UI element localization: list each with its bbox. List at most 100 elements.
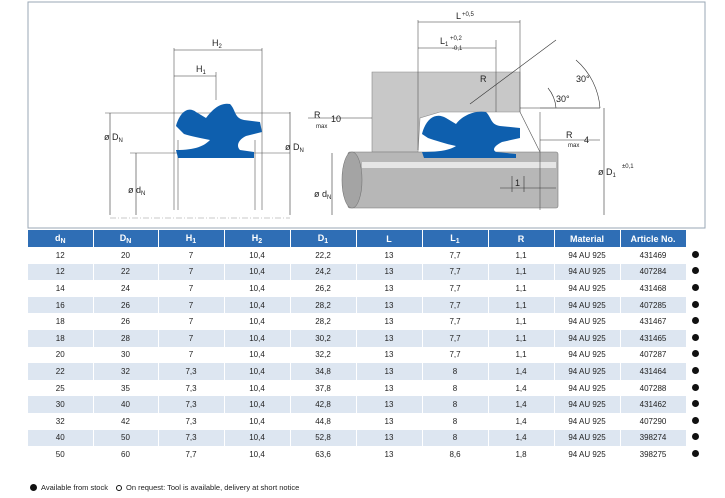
dim-d1: ø D1 (598, 167, 617, 179)
table-cell: 26,2 (290, 280, 357, 297)
table-cell: 7 (158, 313, 225, 330)
table-cell: 398275 (620, 446, 687, 463)
table-cell: 431468 (620, 280, 687, 297)
column-header-label: L (386, 233, 392, 244)
table-cell: 1,1 (488, 280, 555, 297)
table-cell: 1,8 (488, 446, 555, 463)
table-cell: 94 AU 925 (554, 379, 621, 397)
availability-cell (686, 346, 706, 364)
stock-bullet-icon (692, 449, 699, 457)
availability-cell (686, 396, 706, 413)
table-cell: 1,4 (488, 429, 555, 447)
table-cell: 8 (422, 379, 489, 397)
table-cell: 7,7 (422, 346, 489, 364)
stock-bullet-icon (692, 350, 699, 358)
column-header: dN (28, 230, 94, 247)
table-cell: 94 AU 925 (554, 396, 621, 413)
table-cell: 431465 (620, 329, 687, 347)
dim-l1-tol-top: +0,2 (450, 36, 463, 42)
dim-l1: L1 (440, 36, 449, 48)
legend: Available from stock On request: Tool is… (30, 483, 299, 492)
column-header-subscript: 1 (455, 237, 460, 245)
seal-profile-installed (422, 111, 520, 158)
table-cell: 13 (356, 396, 423, 413)
table-cell: 94 AU 925 (554, 280, 621, 297)
table-cell: 32 (28, 412, 94, 430)
table-cell: 431462 (620, 396, 687, 413)
column-header: H2 (224, 230, 291, 247)
column-header: R (488, 230, 555, 247)
table-cell: 25 (28, 379, 94, 397)
dim-dn-right: ø DN (285, 142, 304, 154)
table-cell: 13 (356, 313, 423, 330)
table-cell: 10,4 (224, 329, 291, 347)
table-cell: 40 (28, 429, 94, 447)
table-cell: 7,7 (422, 263, 489, 281)
table-cell: 28 (93, 329, 159, 347)
table-cell: 7 (158, 263, 225, 281)
stock-bullet-icon (692, 433, 699, 441)
table-cell: 407287 (620, 346, 687, 364)
table-cell: 7 (158, 329, 225, 347)
table-cell: 13 (356, 429, 423, 447)
column-header-label: R (517, 233, 525, 244)
installation-drawing (289, 20, 605, 215)
table-cell: 22 (28, 363, 94, 380)
table-cell: 1,4 (488, 412, 555, 430)
table-cell: 8 (422, 429, 489, 447)
column-header-label: Article No. (630, 233, 676, 244)
table-cell: 30 (93, 346, 159, 364)
column-header-label: d (54, 232, 61, 243)
table-cell: 10,4 (224, 412, 291, 430)
dim-l1-tol-bottom: -0,1 (452, 46, 463, 52)
table-cell: 10,4 (224, 429, 291, 447)
table-cell: 7,3 (158, 429, 225, 447)
table-cell: 16 (28, 296, 94, 314)
table-cell: 7,7 (422, 329, 489, 347)
column-header-subscript: N (126, 237, 132, 245)
table-cell: 63,6 (290, 446, 357, 463)
dim-d1-tol: ±0,1 (622, 164, 634, 170)
column-header-subscript: N (60, 237, 66, 245)
table-cell: 8 (422, 396, 489, 413)
column-header: Material (554, 230, 621, 247)
column-header: D1 (290, 230, 357, 247)
table-cell: 94 AU 925 (554, 363, 621, 380)
table-cell: 18 (28, 329, 94, 347)
table-cell: 7,3 (158, 363, 225, 380)
availability-cell (686, 412, 706, 430)
table-cell: 50 (93, 429, 159, 447)
table-cell: 12 (28, 247, 94, 264)
table-cell: 94 AU 925 (554, 329, 621, 347)
dim-dn-small-right: ø dN (314, 189, 331, 201)
table-cell: 407288 (620, 379, 687, 397)
stock-bullet-icon (692, 400, 699, 408)
table-cell: 26 (93, 296, 159, 314)
table-cell: 10,4 (224, 446, 291, 463)
table-cell: 42 (93, 412, 159, 430)
column-header-label: H (185, 232, 193, 243)
dim-dn-left: ø DN (104, 132, 123, 144)
table-cell: 30,2 (290, 329, 357, 347)
stock-bullet-icon (692, 366, 699, 374)
dim-r: R (480, 74, 487, 84)
table-cell: 13 (356, 446, 423, 463)
table-cell: 7,7 (422, 247, 489, 264)
table-cell: 60 (93, 446, 159, 463)
stock-bullet-icon (692, 267, 699, 275)
dim-dn-small-left: ø dN (128, 185, 145, 197)
column-header-subscript: 1 (324, 237, 329, 245)
table-cell: 407284 (620, 263, 687, 281)
availability-cell (686, 379, 706, 397)
table-cell: 52,8 (290, 429, 357, 447)
